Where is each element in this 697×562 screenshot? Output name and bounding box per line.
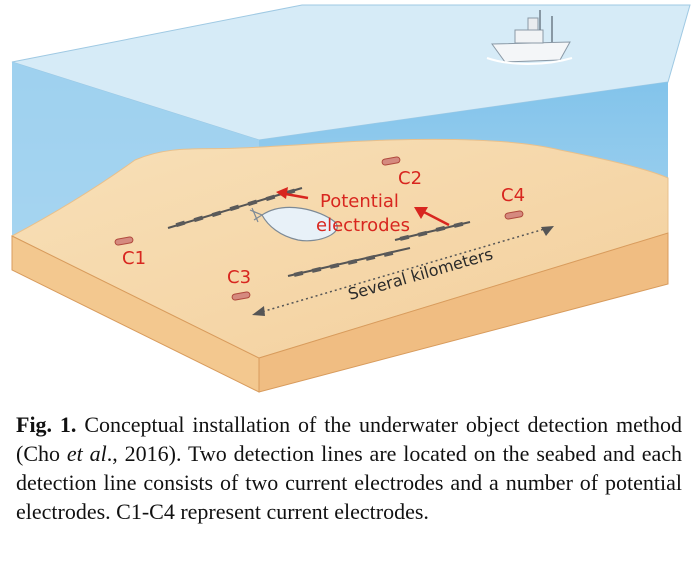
sand-left-face <box>11 235 260 393</box>
current-electrode-c2 <box>381 156 401 166</box>
seabed-surface <box>10 138 669 359</box>
label-c1: C1 <box>122 248 146 269</box>
underwater-object <box>249 206 338 242</box>
caption-label: Fig. 1. <box>16 412 77 437</box>
caption-text-2: ., 2016). Two detection lines are locate… <box>16 441 682 524</box>
detection-line-lower <box>287 247 411 277</box>
annotation-arrow-right <box>414 207 450 227</box>
distance-arrow <box>252 226 554 316</box>
caption-italic: et al <box>66 441 107 466</box>
figure-caption: Fig. 1. Conceptual installation of the u… <box>16 410 682 526</box>
label-c2: C2 <box>398 168 422 189</box>
current-electrode-c3 <box>231 291 251 301</box>
annotation-arrow-left <box>276 187 309 200</box>
detection-line-upper-right <box>394 221 471 241</box>
label-c4: C4 <box>501 185 525 206</box>
annotation-line-2: electrodes <box>316 215 410 236</box>
current-electrode-c4 <box>504 210 524 220</box>
ship-icon <box>486 10 573 65</box>
annotation-line-1: Potential <box>320 191 399 212</box>
current-electrode-c1 <box>114 236 134 246</box>
label-c3: C3 <box>227 267 251 288</box>
seabed-diagram: C1 C2 C3 C4 Potential electrodes Several… <box>10 4 691 393</box>
caption-text-1: Conceptual installation of the underwate… <box>16 412 682 466</box>
